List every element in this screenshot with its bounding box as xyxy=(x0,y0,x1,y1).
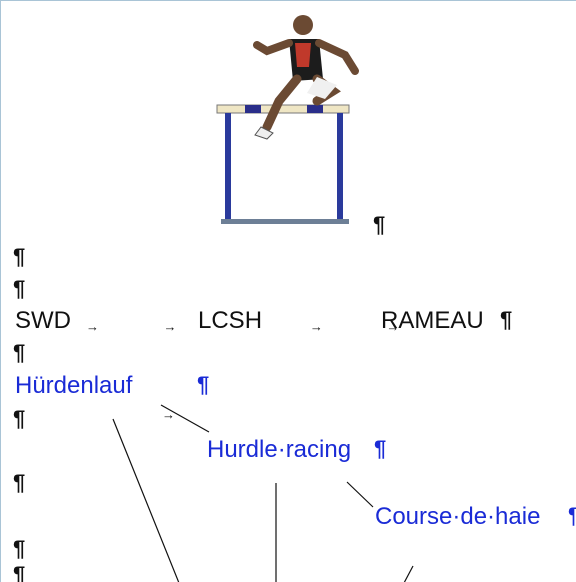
paragraph-mark: ¶ xyxy=(13,406,26,431)
heading-swd: SWD xyxy=(15,307,71,334)
paragraph-mark: ¶ xyxy=(568,504,576,528)
paragraph-mark: ¶ xyxy=(374,436,387,461)
term-german[interactable]: Hürdenlauf xyxy=(15,372,133,399)
tab-arrow: → xyxy=(309,319,323,334)
paragraph-mark: ¶ xyxy=(13,470,26,495)
term-french[interactable]: Course·de·haie xyxy=(375,503,541,530)
paragraph-mark: ¶ xyxy=(13,340,26,365)
tab-arrow: → xyxy=(386,319,400,334)
tab-arrow: → xyxy=(162,407,175,422)
paragraph-mark: ¶ xyxy=(13,536,26,561)
heading-lcsh: LCSH xyxy=(198,307,263,334)
connector-line xyxy=(403,565,414,582)
paragraph-mark: ¶ xyxy=(13,244,26,269)
tab-arrow: → xyxy=(86,319,99,334)
paragraph-mark: ¶ xyxy=(373,212,386,237)
connector-line xyxy=(112,418,180,582)
tab-arrow: → xyxy=(163,319,177,334)
paragraph-mark: ¶ xyxy=(197,372,210,397)
hurdler-photo xyxy=(216,15,359,224)
headings-line[interactable]: SWD → → LCSH → → RAMEAU ¶ xyxy=(1,1,576,335)
term-english[interactable]: Hurdle·racing xyxy=(207,436,352,463)
paragraph-mark: ¶ xyxy=(13,562,26,582)
paragraph-mark: ¶ xyxy=(13,276,26,301)
paragraph-mark: ¶ xyxy=(500,307,513,332)
heading-rameau: RAMEAU xyxy=(381,307,484,334)
connector-line xyxy=(346,481,374,508)
